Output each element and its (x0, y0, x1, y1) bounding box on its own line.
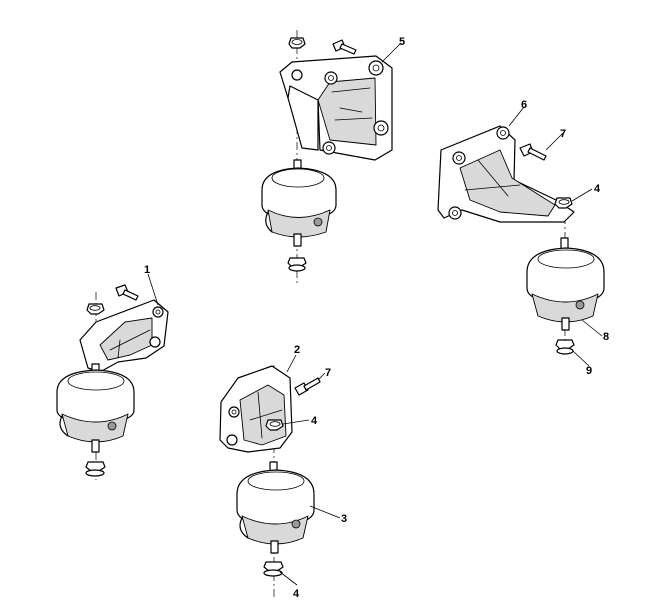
callout-3: 3 (341, 513, 347, 525)
engine-mount-bottom-center (236, 461, 315, 554)
bolt-right (519, 143, 547, 161)
bolt-top-center (332, 39, 357, 55)
nut-left (86, 303, 105, 315)
callout-8: 8 (603, 331, 609, 343)
nut-washer-top-center (287, 257, 307, 272)
bolt-left (115, 284, 139, 301)
bracket-1-assembly (56, 284, 169, 480)
engine-mount-left (56, 363, 135, 453)
nut-washer-right (555, 339, 575, 355)
callout-9: 9 (586, 365, 592, 377)
callout-4-bracket-2: 4 (311, 415, 318, 427)
callout-7-right: 7 (560, 128, 566, 140)
bracket-2 (219, 365, 293, 453)
bracket-5-assembly (261, 30, 393, 285)
callout-labels: 1 2 3 4 4 4 5 6 7 7 8 9 (144, 36, 609, 600)
callout-1: 1 (144, 264, 150, 276)
nut-washer-left (85, 461, 106, 477)
bracket-6-assembly (437, 125, 605, 355)
nut-right-upper (554, 197, 573, 209)
bracket-2-assembly (219, 365, 321, 598)
callout-7-bracket-2: 7 (325, 367, 331, 379)
nut-bottom-center-upper (265, 419, 284, 431)
nut-washer-bottom-center (263, 561, 284, 577)
callout-2: 2 (294, 344, 300, 356)
bracket-5 (279, 55, 393, 161)
bracket-1 (79, 299, 169, 373)
nut-top-center (288, 37, 306, 49)
bracket-6 (437, 125, 575, 223)
callout-leaders (147, 42, 603, 586)
callout-4-bottom: 4 (293, 588, 300, 600)
engine-mount-top-center (261, 159, 337, 247)
callout-6: 6 (521, 99, 527, 111)
bolt-bottom-center (294, 377, 321, 396)
engine-mount-right (526, 237, 605, 331)
callout-5: 5 (399, 36, 405, 48)
callout-4-right: 4 (594, 183, 601, 195)
